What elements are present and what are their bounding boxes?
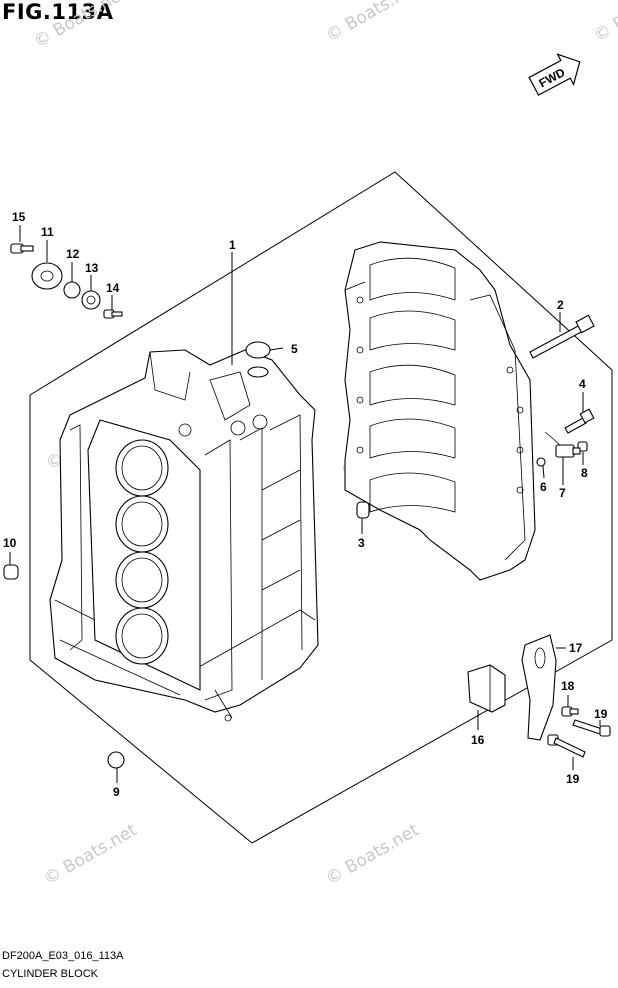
- callout-18: 18: [561, 679, 575, 693]
- watermark-text: © Boats.net: [323, 0, 423, 46]
- assembly-frame: [29, 171, 613, 844]
- callout-19-lower: 19: [566, 772, 580, 786]
- crankcase-half: [344, 241, 536, 581]
- bolt-15: [10, 243, 34, 254]
- bolt-18: [561, 706, 579, 717]
- dowel-3: [356, 501, 370, 519]
- washer-13: [81, 290, 101, 310]
- callout-6: 6: [540, 480, 547, 494]
- diagram-code: DF200A_E03_016_113A: [2, 950, 124, 962]
- forward-arrow-icon: FWD: [528, 53, 581, 96]
- bolt-4: [564, 408, 595, 434]
- bracket-16: [467, 664, 506, 713]
- o-ring-9: [107, 751, 125, 769]
- callout-2: 2: [557, 298, 564, 312]
- leader-lines: [9, 225, 601, 783]
- callout-12: 12: [66, 247, 80, 261]
- callout-labels: 15 11 12 13 14 1 5 2 4 6 7 8 3 10 17 18 …: [3, 210, 608, 799]
- dowel-10: [3, 564, 19, 580]
- callout-13: 13: [85, 261, 99, 275]
- cap-11: [31, 262, 63, 290]
- callout-5: 5: [291, 342, 298, 356]
- watermark-text: © Boats.net: [591, 0, 618, 46]
- callout-15: 15: [12, 210, 26, 224]
- bolt-14: [103, 309, 123, 319]
- diagram-name: CYLINDER BLOCK: [2, 968, 98, 980]
- callout-14: 14: [106, 281, 120, 295]
- bolt-8: [572, 441, 588, 455]
- watermark-text: © Boats.net: [41, 820, 141, 889]
- callout-10: 10: [3, 536, 17, 550]
- bolt-19: [572, 719, 611, 737]
- bracket-17: [521, 634, 557, 741]
- o-ring-12: [63, 281, 81, 299]
- callout-3: 3: [358, 536, 365, 550]
- callout-4: 4: [579, 377, 586, 391]
- callout-17: 17: [569, 641, 583, 655]
- bolt-2: [529, 314, 595, 359]
- cylinder-block: [49, 349, 319, 722]
- watermark-text: © Boats.net: [31, 0, 131, 52]
- watermark-text: © Boats.net: [323, 820, 423, 889]
- bolt-19-lower: [547, 734, 586, 758]
- callout-8: 8: [581, 466, 588, 480]
- callout-19: 19: [594, 707, 608, 721]
- callout-1: 1: [229, 238, 236, 252]
- figure-title: FIG.113A: [2, 0, 114, 24]
- callout-9: 9: [113, 785, 120, 799]
- sensor-7: [544, 431, 575, 458]
- o-ring-6: [536, 457, 546, 467]
- callout-16: 16: [471, 733, 485, 747]
- callout-7: 7: [559, 486, 566, 500]
- callout-11: 11: [41, 225, 54, 239]
